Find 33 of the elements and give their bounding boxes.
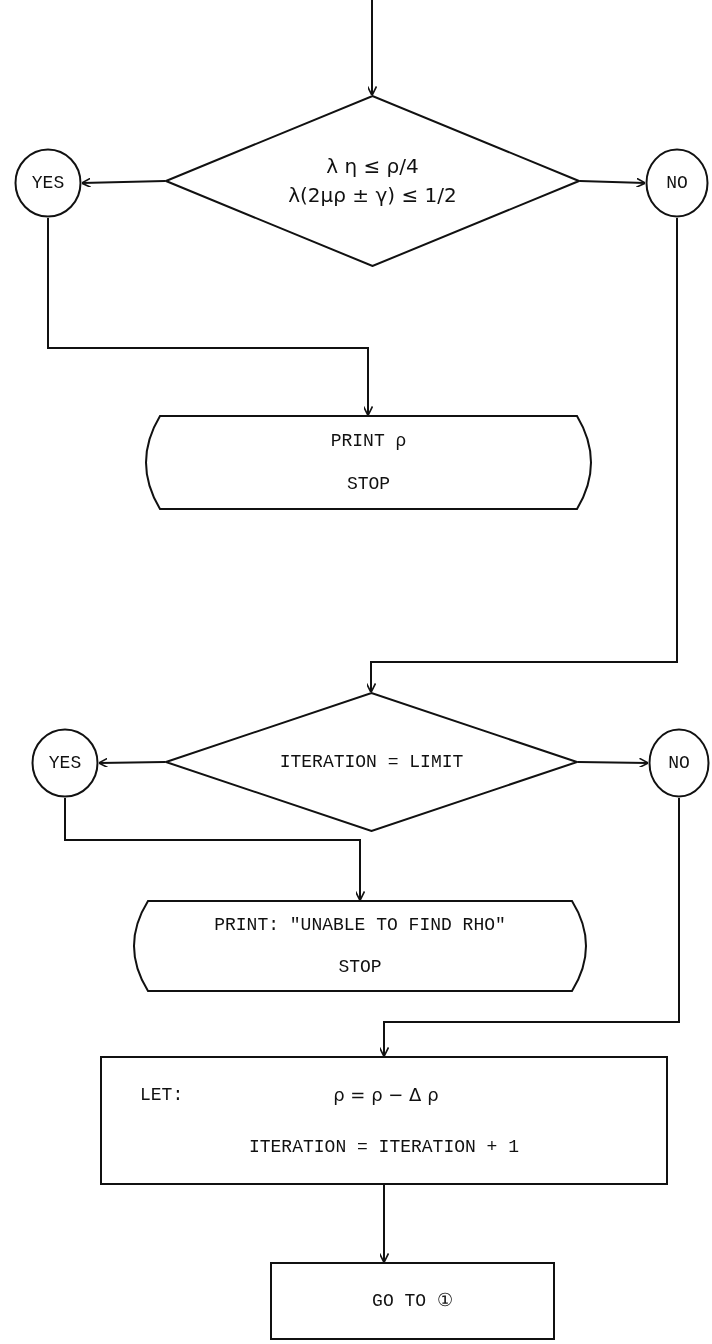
process-box [270,1262,555,1340]
answer-text: NO [666,171,688,195]
process-box [100,1056,668,1185]
statement-text: PRINT ρ [330,430,407,453]
decision-diamond [165,95,580,267]
arrow [577,757,650,769]
arrow [366,0,378,97]
arrow [64,797,366,902]
no-circle [645,148,709,218]
arrow [365,217,678,694]
arrow [378,797,680,1058]
no-circle [648,728,710,798]
statement-text: GO TO ① [372,1289,453,1313]
arrow [378,1184,390,1264]
answer-text: NO [668,751,690,775]
answer-text: YES [31,171,65,195]
statement-text: STOP [346,472,391,495]
yes-circle [14,148,82,218]
arrow [80,177,166,189]
condition-text: λ(2μρ ± γ) ≤ 1/2 [288,183,457,208]
decision-diamond [165,692,578,832]
condition-text: ITERATION = LIMIT [279,750,464,774]
statement-text: ITERATION = ITERATION + 1 [248,1135,519,1159]
answer-text: YES [48,751,82,775]
statement-text: STOP [338,956,382,979]
yes-circle [31,728,99,798]
arrow [97,757,166,769]
label-text: LET: [140,1083,184,1107]
arrow [579,177,647,189]
statement-text: PRINT: "UNABLE TO FIND RHO" [214,913,506,936]
arrow [47,217,374,417]
condition-text: λ η ≤ ρ/4 [326,154,419,179]
formula-text: ρ = ρ − Δ ρ [333,1082,439,1107]
